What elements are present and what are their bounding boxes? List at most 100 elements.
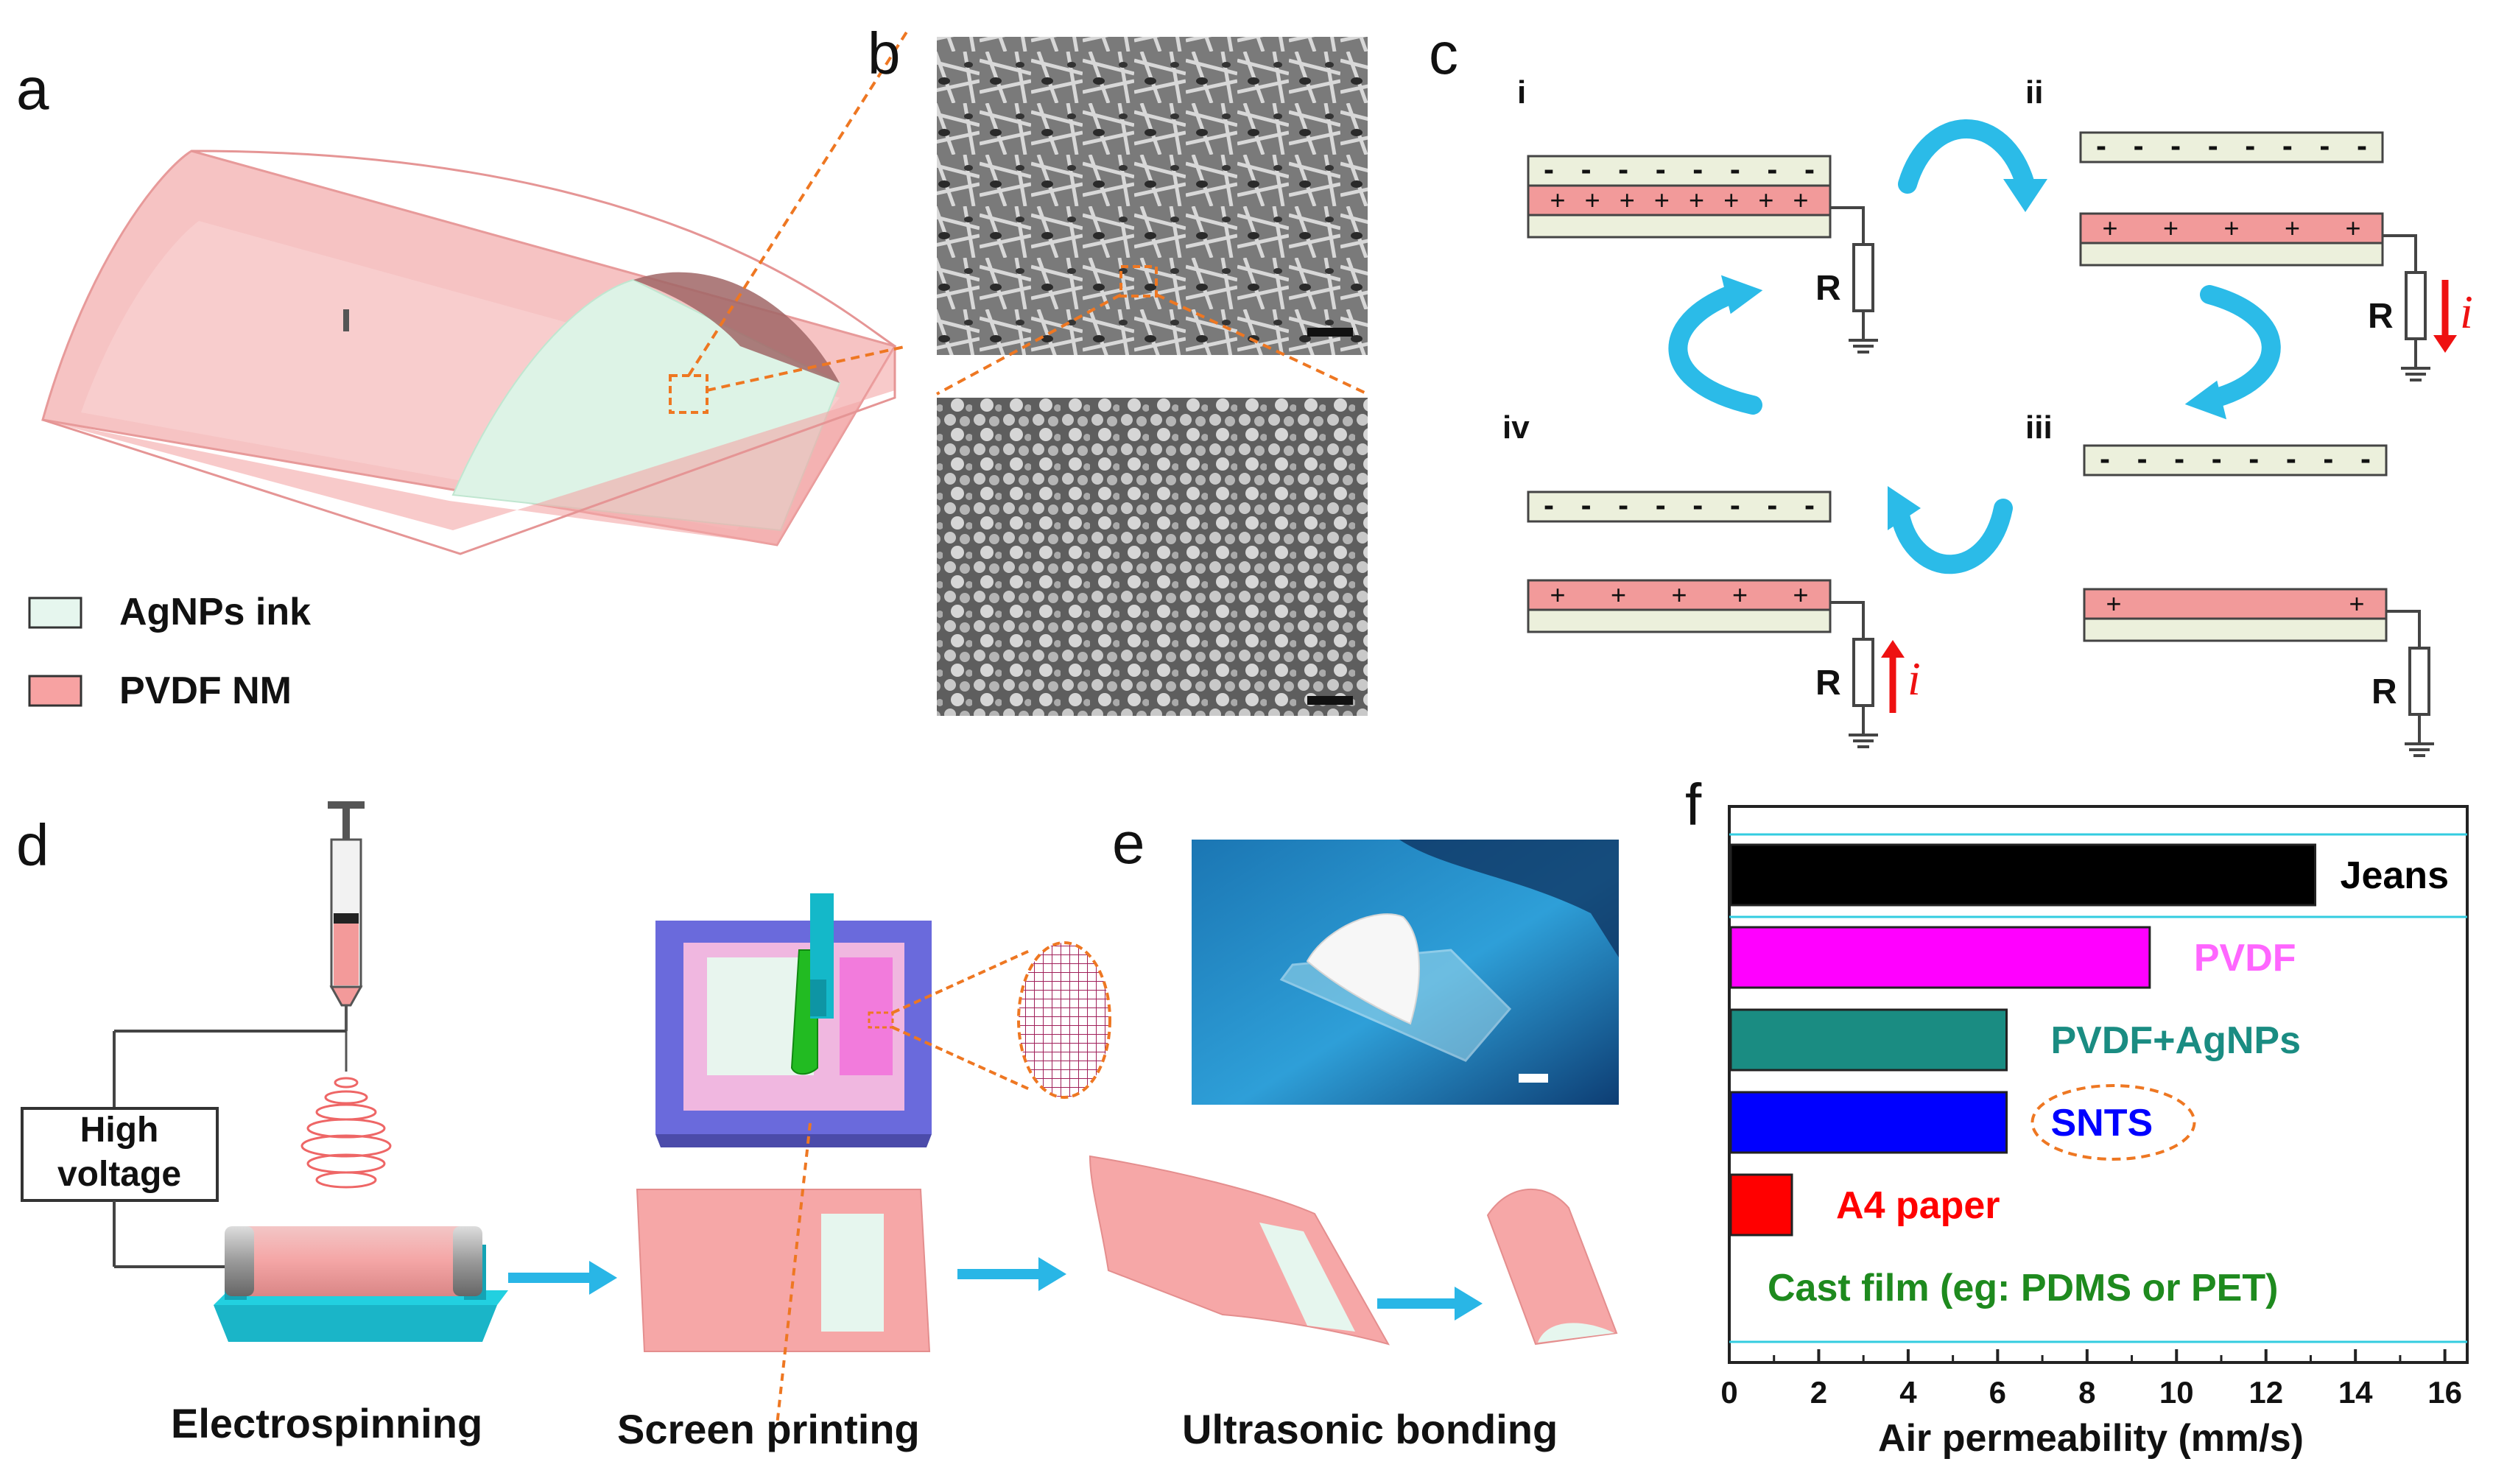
stage-label: ii xyxy=(2025,74,2043,110)
sem-zoom-box xyxy=(1119,265,1158,298)
positive-charge: + xyxy=(1611,580,1626,610)
bar-label: A4 paper xyxy=(1836,1184,2000,1227)
bar xyxy=(1729,843,2317,907)
negative-charge: - xyxy=(2174,441,2184,476)
positive-charge: + xyxy=(2163,213,2179,243)
high-voltage-label-1: High xyxy=(80,1111,159,1150)
negative-charge: - xyxy=(1656,488,1666,522)
negative-charge: - xyxy=(1581,152,1592,186)
top-layer xyxy=(2083,444,2388,477)
top-layer xyxy=(1527,155,1832,187)
stage-i: i--------++++++++R xyxy=(1517,74,1878,354)
printed-sheet xyxy=(636,1122,931,1426)
bar xyxy=(1729,1173,1793,1237)
plot-frame xyxy=(1728,805,2469,1364)
negative-charge: - xyxy=(2282,128,2293,163)
bar-label: SNTS xyxy=(2051,1102,2153,1144)
negative-charge: - xyxy=(2360,441,2371,476)
x-tick-label: 14 xyxy=(2338,1375,2373,1410)
negative-charge: - xyxy=(2137,441,2148,476)
legend-swatch-pvdf xyxy=(28,675,82,707)
high-voltage-box xyxy=(21,1107,219,1202)
process-arrow xyxy=(957,1257,1066,1291)
x-tick-label: 8 xyxy=(2078,1375,2095,1410)
resistor-label: R xyxy=(1815,664,1841,703)
highlight-ellipse xyxy=(2030,1084,2196,1161)
positive-charge: + xyxy=(1723,185,1739,215)
bar-label: PVDF+AgNPs xyxy=(2051,1019,2302,1062)
positive-charge: + xyxy=(1671,580,1687,610)
panel-label-d: d xyxy=(16,812,49,878)
fiber-jet xyxy=(300,1031,392,1189)
negative-charge: - xyxy=(1804,488,1815,522)
positive-charge: + xyxy=(2285,213,2300,243)
step-label-electrospinning: Electrospinning xyxy=(171,1400,482,1446)
panel-label-b: b xyxy=(868,21,901,86)
positive-charge: + xyxy=(1689,185,1704,215)
panel-label-c: c xyxy=(1429,21,1458,86)
legend: AgNPs ink PVDF NM xyxy=(28,591,311,712)
cycle-arrow xyxy=(2200,285,2281,407)
high-voltage-circuit: High voltage xyxy=(21,1030,346,1268)
x-tick-label: 4 xyxy=(1899,1375,1917,1410)
x-tick-label: 10 xyxy=(2159,1375,2194,1410)
x-tick-label: 16 xyxy=(2427,1375,2462,1410)
negative-charge: - xyxy=(1730,152,1740,186)
resistor-label: R xyxy=(1815,269,1841,308)
electrode-layer xyxy=(2079,242,2384,267)
positive-charge: + xyxy=(2106,588,2121,619)
legend-label-agnps: AgNPs ink xyxy=(119,591,311,633)
negative-charge: - xyxy=(1544,152,1554,186)
positive-charge: + xyxy=(2349,588,2364,619)
x-tick-label: 0 xyxy=(1720,1375,1737,1410)
negative-charge: - xyxy=(2096,128,2106,163)
step-label-screen-printing: Screen printing xyxy=(617,1406,920,1452)
process-arrow xyxy=(508,1261,617,1295)
positive-charge: + xyxy=(1550,185,1565,215)
bar-label: Cast film (eg: PDMS or PET) xyxy=(1768,1267,2278,1309)
process-arrow xyxy=(1377,1287,1483,1321)
cut-line xyxy=(776,1122,812,1426)
positive-charge: + xyxy=(1585,185,1600,215)
positive-charge: + xyxy=(2223,213,2239,243)
negative-charge: - xyxy=(1730,488,1740,522)
positive-charge: + xyxy=(1758,185,1773,215)
stage-label: i xyxy=(1517,74,1526,110)
device-illustration xyxy=(41,150,897,555)
x-axis-label: Air permeability (mm/s) xyxy=(1878,1417,2304,1460)
x-tick-label: 12 xyxy=(2248,1375,2283,1410)
syringe xyxy=(328,309,365,1031)
positive-charge: + xyxy=(2102,213,2117,243)
electrode-layer xyxy=(2083,617,2388,642)
negative-charge: - xyxy=(2319,128,2330,163)
negative-charge: - xyxy=(1692,152,1703,186)
negative-charge: - xyxy=(1656,152,1666,186)
collector-roller xyxy=(214,1226,508,1342)
step-label-ultrasonic-bonding: Ultrasonic bonding xyxy=(1182,1406,1558,1452)
negative-charge: - xyxy=(1544,488,1554,522)
electrode-layer xyxy=(1527,214,1832,239)
resistor xyxy=(2405,271,2427,340)
positive-charge: + xyxy=(1732,580,1748,610)
current-label: i xyxy=(1908,653,1921,705)
negative-charge: - xyxy=(1804,152,1815,186)
zoom-region-box xyxy=(669,29,909,414)
current-label: i xyxy=(2460,286,2473,338)
resistor xyxy=(1852,243,1874,312)
negative-charge: - xyxy=(2357,128,2367,163)
pvdf-layer xyxy=(2079,212,2384,245)
positive-charge: + xyxy=(1793,580,1808,610)
cycle-arrow xyxy=(1668,285,1762,415)
stage-iii: iii--------++R xyxy=(2025,409,2434,757)
cycle-arrow xyxy=(1898,119,2035,194)
x-tick-label: 2 xyxy=(1810,1375,1827,1410)
bonded-device xyxy=(1486,1188,1618,1346)
sem-image-low-mag xyxy=(937,37,1368,355)
top-layer xyxy=(1527,490,1832,523)
pvdf-layer xyxy=(1527,184,1832,217)
